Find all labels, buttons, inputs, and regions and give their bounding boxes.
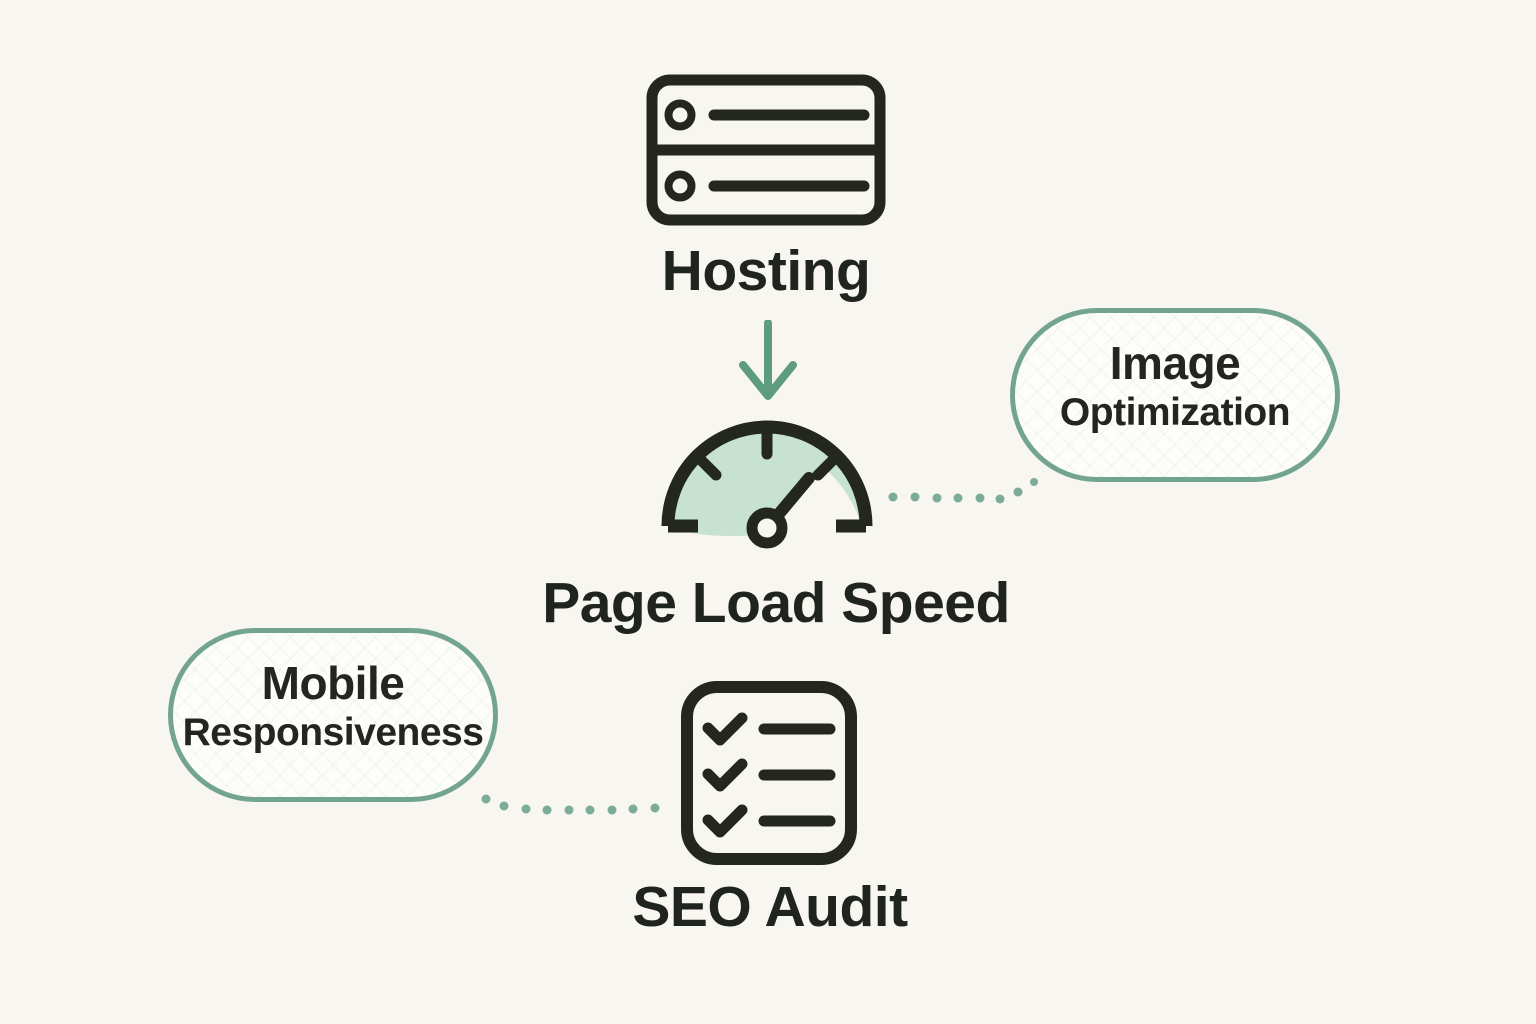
hosting-label: Hosting bbox=[661, 239, 871, 303]
checklist-icon bbox=[681, 681, 857, 865]
server-icon bbox=[646, 74, 886, 226]
mobile-responsiveness-line1: Mobile bbox=[261, 657, 405, 710]
mobile-responsiveness-callout: Mobile Responsiveness bbox=[168, 628, 498, 802]
speedometer-icon bbox=[661, 420, 873, 549]
seo-audit-label: SEO Audit bbox=[632, 875, 908, 939]
down-arrow-icon bbox=[739, 320, 797, 400]
page-load-speed-label: Page Load Speed bbox=[542, 571, 1010, 635]
image-optimization-callout: Image Optimization bbox=[1010, 308, 1340, 482]
connector-mobile-to-seo-audit bbox=[481, 794, 660, 815]
image-optimization-line2: Optimization bbox=[1059, 390, 1291, 434]
mobile-responsiveness-line2: Responsiveness bbox=[182, 710, 484, 754]
image-optimization-line1: Image bbox=[1109, 337, 1241, 390]
connector-speed-to-image-optimization bbox=[888, 478, 1038, 504]
